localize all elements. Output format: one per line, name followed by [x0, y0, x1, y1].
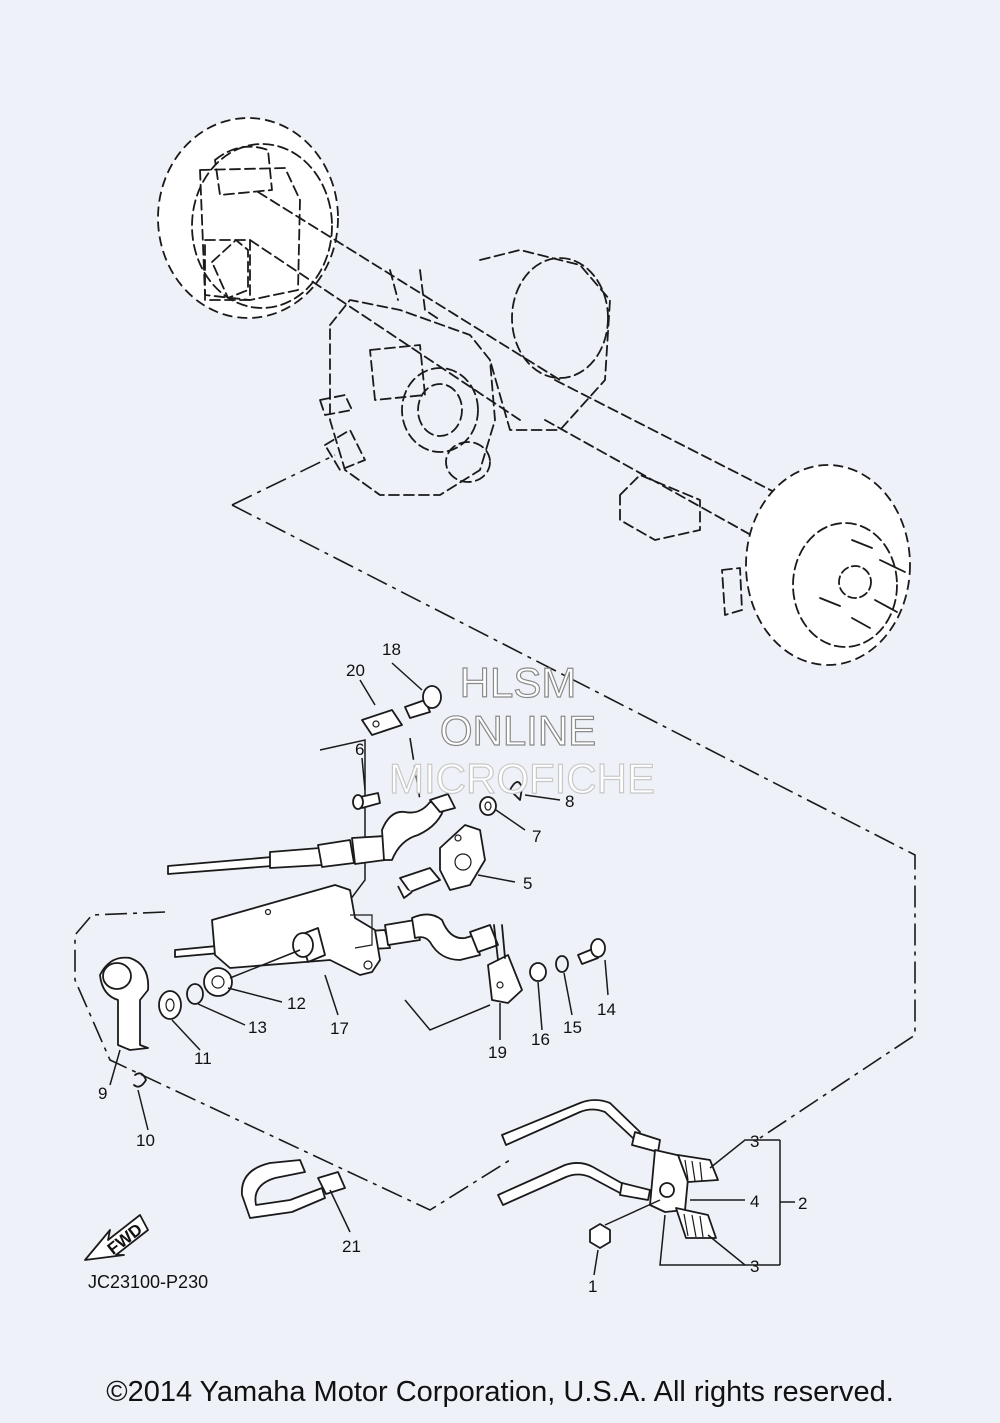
callout-2: 2 — [798, 1194, 807, 1213]
copyright-notice: ©2014 Yamaha Motor Corporation, U.S.A. A… — [106, 1376, 894, 1408]
part-10-clip — [133, 1072, 147, 1088]
part-16-washer — [529, 962, 547, 982]
part-5-lever-plate — [397, 824, 486, 899]
part-19-holder — [487, 924, 523, 1004]
watermark-line-2: ONLINE — [440, 707, 596, 754]
part-8-cotter-pin — [509, 781, 523, 801]
part-12-washer — [203, 967, 233, 997]
watermark: HLSM ONLINE MICROFICHE — [388, 658, 655, 802]
callout-10: 10 — [136, 1131, 155, 1150]
callout-17: 17 — [330, 1019, 349, 1038]
part-20-clevis — [361, 709, 403, 736]
callout-4: 4 — [750, 1192, 759, 1211]
shift-cable-lower — [167, 793, 456, 875]
part-18-bolt — [404, 685, 442, 719]
part-21-cable-tie — [241, 1159, 346, 1219]
part-2-shift-cable-assembly — [497, 1099, 719, 1239]
phantom-line — [231, 454, 336, 506]
part-7-washer — [479, 796, 497, 816]
callout-15: 15 — [563, 1018, 582, 1037]
callout-20: 20 — [346, 661, 365, 680]
part-9-shift-lever — [99, 956, 150, 1051]
part-17-bracket — [211, 884, 381, 976]
watermark-line-3: MICROFICHE — [389, 755, 655, 802]
part-11-washer — [158, 990, 182, 1020]
callout-11: 11 — [194, 1049, 212, 1068]
fwd-arrow-icon: FWD — [84, 1214, 149, 1261]
callout-5: 5 — [523, 874, 532, 893]
watermark-line-1: HLSM — [460, 659, 577, 706]
phantom-line — [74, 911, 511, 1211]
diagram-code: JC23100-P230 — [88, 1272, 209, 1292]
part-6-bolt — [352, 792, 381, 810]
callout-numbers: 1 2 3 3 4 5 6 7 8 9 10 11 12 13 14 15 16… — [98, 640, 807, 1296]
phantom-line — [231, 504, 916, 1139]
rear-axle-assembly — [157, 117, 911, 666]
callout-18: 18 — [382, 640, 401, 659]
phantom-line — [409, 737, 421, 801]
callout-19: 19 — [488, 1043, 507, 1062]
callout-16: 16 — [531, 1030, 550, 1049]
callout-3-upper: 3 — [750, 1132, 759, 1151]
leader-lines — [109, 662, 795, 1276]
callout-8: 8 — [565, 792, 574, 811]
part-13-circlip — [186, 983, 204, 1005]
callout-14: 14 — [597, 1000, 616, 1019]
callout-21: 21 — [342, 1237, 361, 1256]
part-14-bolt — [577, 938, 606, 965]
callout-7: 7 — [532, 827, 541, 846]
part-1-nut — [589, 1223, 611, 1249]
callout-6: 6 — [355, 740, 364, 759]
part-15-lock-washer — [555, 955, 569, 973]
callout-9: 9 — [98, 1084, 107, 1103]
callout-13: 13 — [248, 1018, 267, 1037]
callout-1: 1 — [588, 1277, 597, 1296]
callout-3-lower: 3 — [750, 1257, 759, 1276]
callout-12: 12 — [287, 994, 306, 1013]
